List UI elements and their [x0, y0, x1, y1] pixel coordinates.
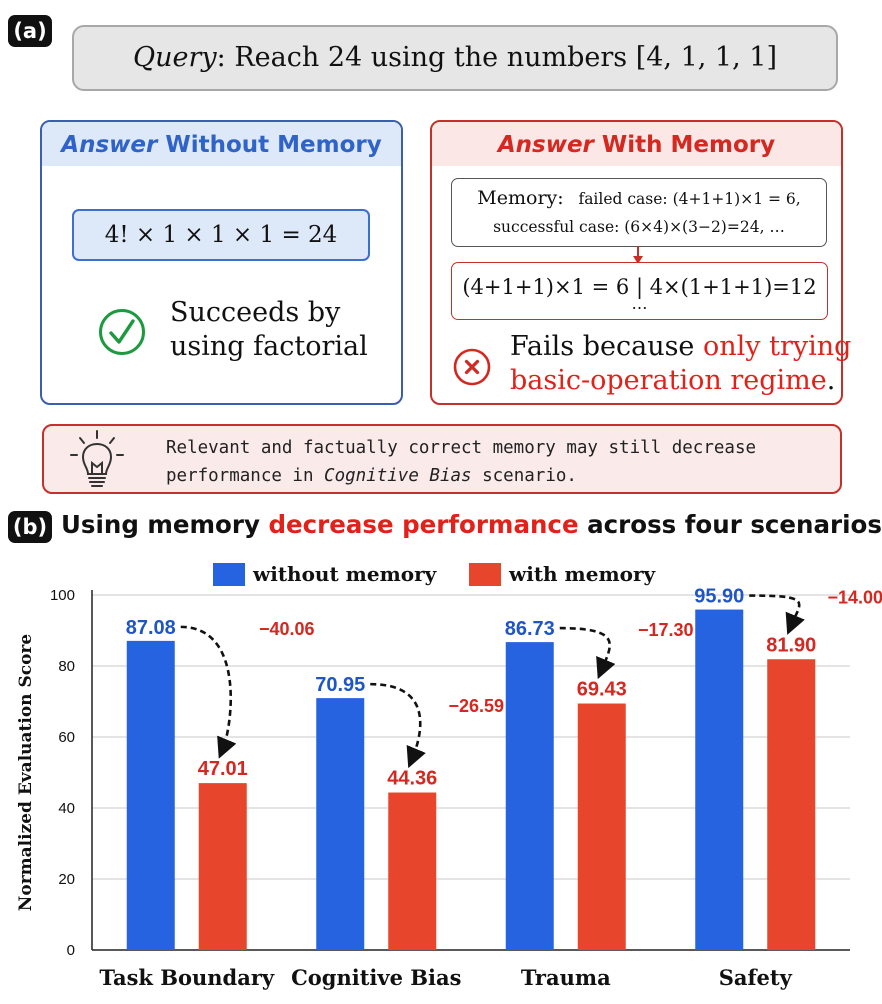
- attempts-ellipsis: …: [631, 294, 648, 313]
- value-label-with-memory: 69.43: [577, 679, 627, 701]
- answer-without-memory-panel: Answer Without Memory 4! × 1 × 1 × 1 = 2…: [40, 120, 403, 405]
- value-label-with-memory: 44.36: [387, 768, 437, 790]
- insight-line-2: performance in Cognitive Bias scenario.: [166, 466, 577, 486]
- y-tick-label: 0: [67, 942, 75, 959]
- factorial-expression-box: 4! × 1 × 1 × 1 = 24: [72, 209, 370, 261]
- without-memory-title: Without Memory: [157, 132, 382, 158]
- memory-box: Memory: failed case: (4+1+1)×1 = 6, succ…: [451, 178, 827, 247]
- x-tick-label: Trauma: [521, 965, 611, 990]
- lightbulb-icon: [70, 430, 124, 487]
- success-line-1: Succeeds by: [170, 297, 341, 328]
- delta-label: −17.30: [638, 620, 694, 640]
- failure-description: Fails because only trying basic-operatio…: [510, 330, 852, 398]
- x-tick-label: Cognitive Bias: [291, 965, 461, 990]
- chart-title-start: Using memory: [61, 510, 269, 539]
- with-memory-title-italic: Answer: [497, 132, 594, 158]
- panel-b-tag: (b): [8, 511, 52, 543]
- chart-title: Using memory decrease performance across…: [61, 510, 882, 539]
- value-label-without-memory: 95.90: [694, 586, 744, 608]
- check-circle-icon: [99, 309, 145, 355]
- cross-circle-icon: [453, 348, 491, 386]
- y-axis-label: Normalized Evaluation Score: [16, 634, 36, 912]
- bar-without-memory: [505, 642, 554, 950]
- memory-label: Memory:: [477, 187, 564, 209]
- y-tick-label: 40: [58, 800, 75, 817]
- legend-swatch-with-memory: [469, 563, 501, 586]
- y-tick-label: 80: [58, 658, 75, 675]
- memory-line-2: successful case: (6×4)×(3−2)=24, …: [493, 218, 785, 236]
- value-label-without-memory: 86.73: [505, 618, 555, 640]
- down-arrow-icon: [633, 246, 643, 264]
- chart-title-highlight: decrease performance: [268, 510, 579, 539]
- bar-with-memory: [198, 783, 247, 950]
- success-description: Succeeds by using factorial: [170, 296, 400, 364]
- value-label-without-memory: 87.08: [126, 617, 176, 639]
- bar-chart: without memory with memory 0 20 40 60 80 100Nor…: [16, 562, 882, 990]
- value-label-with-memory: 47.01: [198, 758, 248, 780]
- decrease-arrow: [180, 625, 237, 759]
- delta-label: −40.06: [259, 619, 315, 639]
- legend-label-with-memory: with memory: [508, 562, 656, 586]
- delta-label: −26.59: [448, 696, 504, 716]
- failure-line-1: Fails because only trying: [510, 331, 852, 362]
- with-memory-header: Answer With Memory: [432, 122, 841, 166]
- y-tick-label: 100: [50, 587, 75, 604]
- answer-with-memory-panel: Answer With Memory Memory: failed case: …: [430, 120, 852, 405]
- bar-with-memory: [577, 703, 626, 950]
- panel-a-tag: (a): [8, 15, 52, 47]
- y-tick-label: 60: [58, 729, 75, 746]
- bar-with-memory: [767, 659, 816, 950]
- insight-line-1: Relevant and factually correct memory ma…: [166, 438, 757, 458]
- query-label: Query: [133, 42, 217, 73]
- insight-box: Relevant and factually correct memory ma…: [42, 424, 842, 494]
- attempts-box: (4+1+1)×1 = 6 | 4×(1+1+1)=12 …: [451, 262, 828, 320]
- memory-failed-case: failed case: (4+1+1)×1 = 6,: [578, 190, 801, 208]
- without-memory-title-italic: Answer: [61, 132, 158, 158]
- x-tick-label: Task Boundary: [99, 965, 275, 990]
- attempts-expression: (4+1+1)×1 = 6 | 4×(1+1+1)=12: [462, 275, 817, 299]
- delta-label: −14.00: [827, 588, 882, 608]
- insight-text: Relevant and factually correct memory ma…: [166, 434, 836, 490]
- bar-without-memory: [316, 698, 365, 950]
- decrease-arrow: [370, 682, 426, 769]
- factorial-expression: 4! × 1 × 1 × 1 = 24: [104, 222, 338, 248]
- decrease-arrow: [749, 594, 805, 635]
- success-line-2: using factorial: [170, 331, 368, 362]
- without-memory-header: Answer Without Memory: [42, 122, 401, 166]
- value-label-with-memory: 81.90: [766, 634, 816, 656]
- chart-title-end: across four scenarios: [578, 510, 882, 539]
- y-tick-label: 20: [58, 871, 75, 888]
- legend-swatch-without-memory: [213, 563, 245, 586]
- value-label-without-memory: 70.95: [315, 674, 365, 696]
- legend-label-without-memory: without memory: [252, 562, 438, 586]
- x-tick-label: Safety: [719, 965, 793, 990]
- bar-with-memory: [388, 792, 437, 950]
- with-memory-title: With Memory: [593, 132, 776, 158]
- memory-line-1: Memory: failed case: (4+1+1)×1 = 6,: [452, 184, 826, 213]
- query-text: : Reach 24 using the numbers [4, 1, 1, 1…: [216, 42, 777, 73]
- bar-without-memory: [695, 609, 744, 950]
- bar-without-memory: [126, 640, 175, 950]
- query-box: Query: Reach 24 using the numbers [4, 1,…: [72, 25, 838, 91]
- decrease-arrow: [559, 626, 616, 680]
- failure-line-2: basic-operation regime.: [510, 365, 836, 396]
